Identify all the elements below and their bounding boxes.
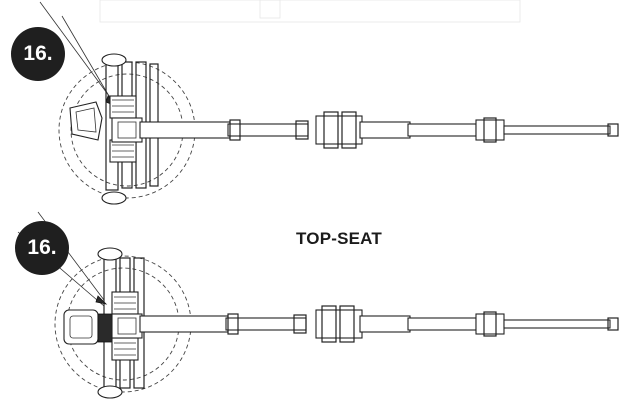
- operator-seat-bottom: [63, 309, 99, 345]
- callout-badge-bottom: 16.: [15, 221, 69, 275]
- dipper-joint: [315, 115, 363, 145]
- top-view-machine: [39, 1, 619, 205]
- background-ghost: [99, 0, 521, 23]
- boom-section-1: [139, 121, 231, 139]
- leader-line-1: [39, 1, 113, 101]
- leader-line-2: [61, 15, 117, 109]
- operator-seat-top: [69, 101, 103, 141]
- extension-arm: [503, 125, 611, 135]
- view-label-top-seat: TOP-SEAT: [296, 229, 382, 248]
- callout-badge-top: 16.: [11, 27, 65, 81]
- bottom-view-machine: [17, 211, 619, 399]
- dipper-arm: [407, 123, 477, 137]
